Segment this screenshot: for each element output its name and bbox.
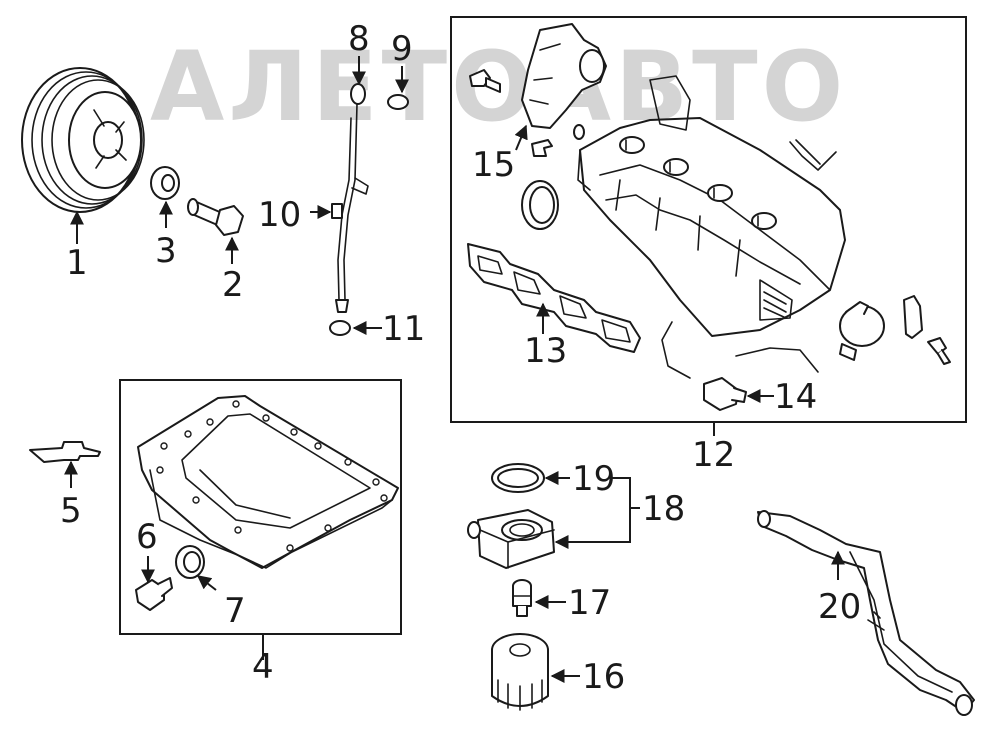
callout-7: 7 <box>224 591 246 631</box>
oil-pan-bracket <box>29 441 101 463</box>
callout-3: 3 <box>155 231 177 271</box>
callout-8: 8 <box>348 19 370 59</box>
callout-2: 2 <box>222 265 244 305</box>
vacuum-hose-left <box>661 321 691 379</box>
sensor-bolt <box>927 337 951 365</box>
small-o-ring <box>573 124 585 140</box>
throttle-gasket <box>521 180 559 230</box>
leader-lines <box>64 56 845 683</box>
crank-bolt <box>187 198 244 236</box>
drain-plug-gasket <box>175 545 205 579</box>
oil-cooler-o-ring <box>491 463 545 493</box>
throttle-body <box>521 23 607 129</box>
manifold-gasket <box>467 243 641 353</box>
purge-valve <box>839 301 885 361</box>
callout-20: 20 <box>818 587 861 627</box>
oil-cooler <box>467 509 555 569</box>
crank-washer <box>150 166 180 200</box>
callout-19: 19 <box>572 459 615 499</box>
vacuum-hose-right <box>735 347 819 373</box>
pcv-hose <box>789 139 837 171</box>
callout-5: 5 <box>60 491 82 531</box>
dipstick-tube-o-ring <box>329 320 351 336</box>
callout-14: 14 <box>774 377 817 417</box>
coolant-hose <box>757 510 975 716</box>
oil-filter-connector <box>512 579 532 617</box>
group-box-intake-manifold <box>450 16 967 423</box>
oil-dipstick <box>331 83 369 313</box>
group-box-oil-pan <box>119 379 402 635</box>
throttle-bolt <box>469 69 501 93</box>
manifold-sensor <box>703 377 747 411</box>
crankshaft-pulley <box>21 67 145 213</box>
dipstick-o-ring <box>387 94 409 110</box>
drain-plug <box>135 577 173 611</box>
callout-15: 15 <box>472 145 515 185</box>
callout-4: 4 <box>252 647 274 687</box>
callout-13: 13 <box>524 331 567 371</box>
callout-17: 17 <box>568 583 611 623</box>
callout-6: 6 <box>136 517 158 557</box>
map-sensor <box>903 295 923 339</box>
callout-9: 9 <box>391 29 413 69</box>
oil-filter <box>491 633 549 711</box>
callout-16: 16 <box>582 657 625 697</box>
callout-1: 1 <box>66 243 88 283</box>
throttle-bracket <box>531 139 553 157</box>
intake-manifold <box>577 75 846 337</box>
callout-11: 11 <box>382 309 425 349</box>
callout-18: 18 <box>642 489 685 529</box>
oil-pan <box>137 395 399 569</box>
callout-12: 12 <box>692 435 735 475</box>
callout-10: 10 <box>258 195 301 235</box>
